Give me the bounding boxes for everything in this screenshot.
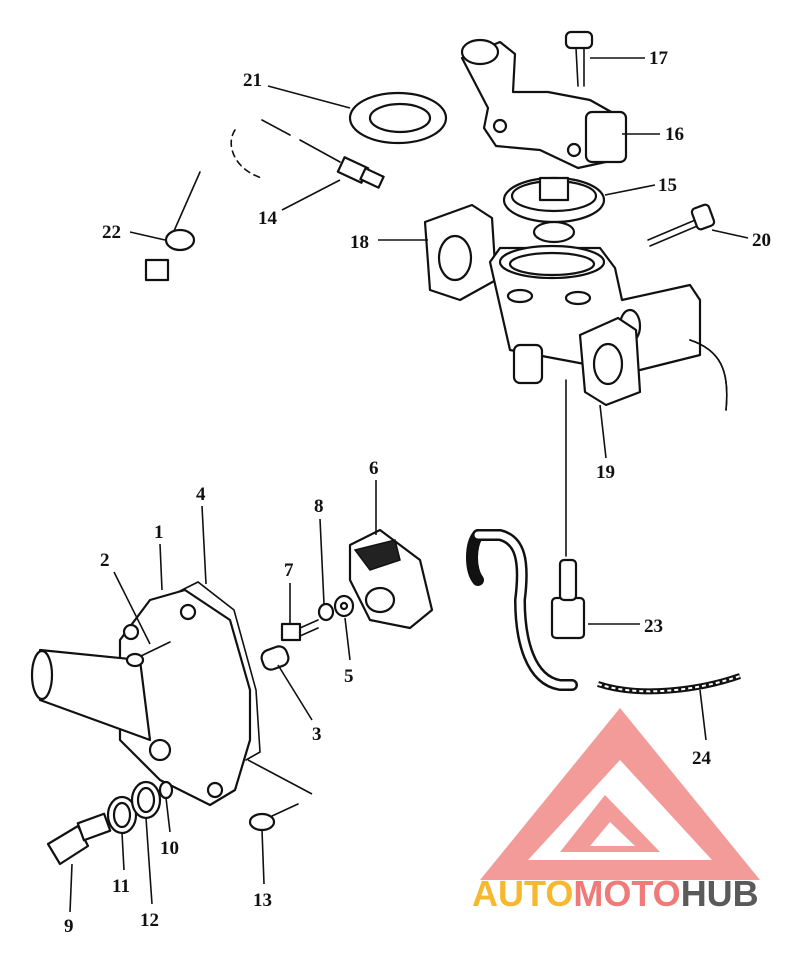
watermark-auto: AUTO xyxy=(472,873,573,914)
part-11-o-ring xyxy=(106,795,138,835)
callout-10: 10 xyxy=(160,838,179,859)
callout-18: 18 xyxy=(350,232,369,253)
watermark-logo xyxy=(480,708,760,880)
callout-8: 8 xyxy=(314,496,324,517)
thermostat-housing-body xyxy=(488,244,728,411)
watermark-moto: MOTO xyxy=(573,873,680,914)
part-3-pin xyxy=(260,645,290,671)
part-13-screw xyxy=(248,803,299,832)
part-4-pump-gasket xyxy=(177,581,261,761)
callout-2: 2 xyxy=(100,550,110,571)
part-9-drain-plug xyxy=(46,812,112,866)
callout-15: 15 xyxy=(658,175,677,196)
part-15-thermostat xyxy=(502,176,606,244)
callout-1: 1 xyxy=(154,522,164,543)
part-24-band-clamp xyxy=(597,673,741,695)
callout-23: 23 xyxy=(644,616,663,637)
callout-5: 5 xyxy=(344,666,354,687)
part-8-washer xyxy=(317,602,335,622)
watermark-text: AUTOMOTOHUB xyxy=(472,873,759,914)
callout-6: 6 xyxy=(369,458,379,479)
watermark-hub: HUB xyxy=(681,873,759,914)
part-18-flange-gasket xyxy=(423,203,498,302)
callout-17: 17 xyxy=(649,48,669,69)
part-7-bolt xyxy=(280,619,319,642)
callout-16: 16 xyxy=(665,124,684,145)
callout-9: 9 xyxy=(64,916,74,937)
part-17-bolt xyxy=(564,30,594,87)
part-23-hose-sender xyxy=(466,379,586,691)
part-19-gasket xyxy=(578,316,642,407)
part-20-long-bolt xyxy=(647,203,716,247)
part-2-screw xyxy=(125,641,171,668)
leader-lines xyxy=(69,57,749,913)
part-1-water-pump-body xyxy=(30,588,252,807)
part-5-washer xyxy=(333,594,355,618)
callout-19: 19 xyxy=(596,462,615,483)
part-21-gasket xyxy=(348,91,448,145)
svg-text:AUTOMOTOHUB: AUTOMOTOHUB xyxy=(472,873,759,914)
part-6-impeller xyxy=(348,528,434,630)
part-10-washer xyxy=(158,780,174,800)
part-22-clamp-connector xyxy=(144,119,291,282)
callout-3: 3 xyxy=(312,724,322,745)
callout-labels: 17 16 21 15 20 18 14 22 19 23 24 1 2 4 7… xyxy=(64,48,771,937)
callout-11: 11 xyxy=(112,876,130,897)
part-12-washer xyxy=(130,780,162,820)
callout-4: 4 xyxy=(196,484,206,505)
part-16-thermostat-cover xyxy=(460,38,628,170)
callout-14: 14 xyxy=(258,208,278,229)
callout-7: 7 xyxy=(284,560,294,581)
callout-12: 12 xyxy=(140,910,159,931)
part-14-temperature-sender xyxy=(299,139,385,189)
callout-20: 20 xyxy=(752,230,771,251)
callout-13: 13 xyxy=(253,890,272,911)
callout-21: 21 xyxy=(243,70,262,91)
callout-24: 24 xyxy=(692,748,712,769)
callout-22: 22 xyxy=(102,222,121,243)
